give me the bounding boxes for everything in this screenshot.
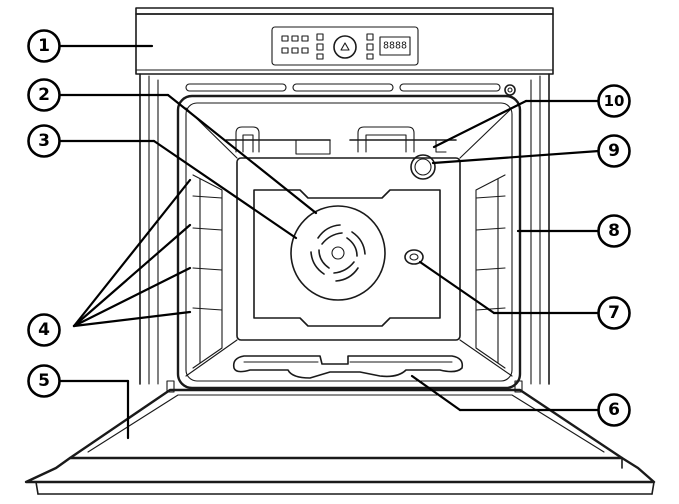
callout-4: 4 xyxy=(27,313,61,347)
knob-symbol-icon xyxy=(340,42,350,51)
oven-cabinet xyxy=(139,73,550,385)
control-knob xyxy=(333,35,357,59)
display-digits: 8888 xyxy=(383,41,407,52)
callout-10-label: 10 xyxy=(604,92,625,110)
fan-icon xyxy=(310,224,366,282)
vent-slot xyxy=(292,83,394,92)
leader-lines xyxy=(59,44,601,440)
controls-bezel xyxy=(271,26,419,66)
callout-9-label: 9 xyxy=(608,141,620,161)
callout-6: 6 xyxy=(597,393,631,427)
oven-cavity xyxy=(176,94,522,390)
door-hinge-right xyxy=(514,380,523,393)
callout-2-label: 2 xyxy=(38,85,50,105)
vent-slot xyxy=(185,83,287,92)
back-wall xyxy=(236,157,461,341)
callout-5: 5 xyxy=(27,364,61,398)
callout-1: 1 xyxy=(27,29,61,63)
callout-10: 10 xyxy=(597,84,631,118)
small-icon-column-left xyxy=(316,33,324,60)
small-icon-column-right xyxy=(366,33,374,60)
bottom-heating-element xyxy=(232,355,464,379)
shelf-guides-right xyxy=(475,174,506,369)
callout-8-label: 8 xyxy=(608,221,620,241)
door-hinge-left xyxy=(166,380,175,393)
oven-lamp xyxy=(410,154,436,180)
callout-7-label: 7 xyxy=(608,303,620,323)
callout-5-label: 5 xyxy=(38,371,50,391)
shelf-guides-left xyxy=(192,174,223,369)
vent-slot xyxy=(399,83,501,92)
meat-probe-socket xyxy=(404,249,424,265)
callout-2: 2 xyxy=(27,78,61,112)
clock-display xyxy=(379,36,411,56)
callout-6-label: 6 xyxy=(608,400,620,420)
callout-7: 7 xyxy=(597,296,631,330)
callout-3-label: 3 xyxy=(38,131,50,151)
oven-door xyxy=(24,380,656,495)
top-heating-element xyxy=(225,126,457,155)
left-touch-buttons xyxy=(281,35,309,54)
callout-8: 8 xyxy=(597,214,631,248)
callout-9: 9 xyxy=(597,134,631,168)
probe-socket xyxy=(504,84,516,96)
control-panel: 8888 xyxy=(135,7,554,75)
fan-cover xyxy=(290,205,386,301)
callout-4-label: 4 xyxy=(38,320,50,340)
back-panel xyxy=(253,189,441,327)
callout-3: 3 xyxy=(27,124,61,158)
callout-1-label: 1 xyxy=(38,36,50,56)
